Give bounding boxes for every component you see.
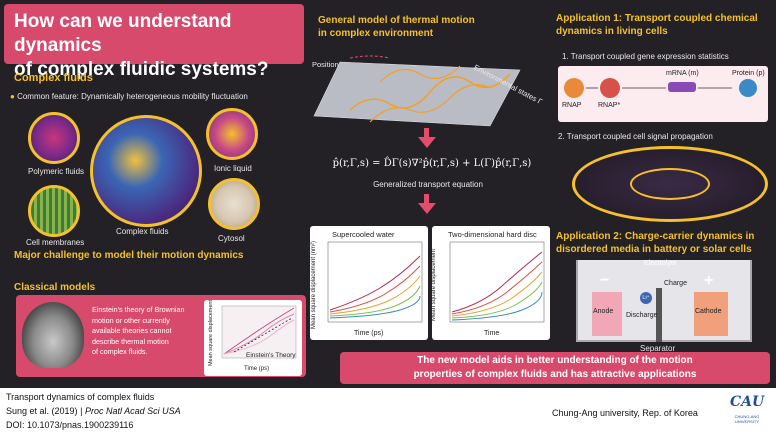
chart1-svg [327, 241, 423, 323]
charge-label: Charge [664, 280, 687, 287]
app1-heading-line-1: Application 1: Transport coupled chemica… [556, 13, 758, 24]
poster: How can we understand dynamics of comple… [0, 0, 776, 388]
mrna-label: mRNA (m) [666, 70, 699, 77]
chart2-ylabel: Mean square displacement [431, 248, 438, 322]
footer-authors: Sung et al. (2019) [6, 406, 78, 416]
chart2-svg [449, 241, 545, 323]
chart2-xlabel: Time [484, 330, 500, 337]
arrow-stem-2 [424, 194, 429, 204]
classical-line-1: Einstein's theory of Brownian [92, 305, 185, 314]
footer-institution: Chung-Ang university, Rep. of Korea [552, 408, 698, 418]
title-line-1: How can we understand dynamics [14, 11, 232, 56]
plus-sign: + [704, 272, 714, 289]
common-feature-text: ● Common feature: Dynamically heterogene… [10, 92, 248, 101]
rnap-label: RNAP [562, 102, 582, 109]
title-line-2: of complex fluidic systems? [14, 59, 269, 80]
polymeric-label: Polymeric fluids [28, 167, 85, 176]
gene-expression-svg [564, 78, 757, 98]
classical-line-2: motion or other currently [92, 315, 170, 325]
app2-heading: Application 2: Charge-carrier dynamics i… [556, 230, 754, 256]
app1-item-2: 2. Transport coupled cell signal propaga… [558, 132, 713, 141]
classical-heading: Classical models [14, 282, 96, 293]
app2-heading-line-1: Application 2: Charge-carrier dynamics i… [556, 231, 755, 242]
separator-label: Separator [640, 344, 676, 353]
minus-sign: − [600, 272, 610, 289]
cathode-block [694, 292, 728, 336]
common-feature-label: Common feature: Dynamically heterogeneou… [17, 92, 248, 101]
generalized-equation: p̂(r,Γ,s) = D̂Γ(s)∇²p̂(r,Γ,s) + L(Γ)p̂(r… [332, 158, 532, 169]
arrow-stem-1 [424, 128, 429, 138]
cau-logo: CAU [730, 394, 765, 410]
hard-disc-chart: Two-dimensional hard disc Time Mean squa… [431, 226, 550, 340]
footer: Transport dynamics of complex fluids Sun… [0, 388, 776, 438]
banner-line-2: properties of complex fluids and has att… [413, 369, 697, 380]
classical-line-5: of complex fluids. [92, 347, 148, 356]
complex-fluids-heading: Complex fluids [14, 72, 93, 84]
middle-heading: General model of thermal motion in compl… [318, 14, 475, 40]
polymeric-fluid-image [28, 112, 80, 164]
ionic-liquid-image [206, 108, 258, 160]
complex-fluids-center-label: Complex fluids [116, 227, 169, 236]
discharge-label: Discharge [626, 312, 658, 319]
cathode-label: Cathode [695, 308, 722, 315]
classical-line-3: available theories cannot [92, 326, 172, 335]
cytosol-label: Cytosol [218, 234, 245, 243]
footer-doi[interactable]: DOI: 10.1073/pnas.1900239116 [6, 420, 134, 430]
separator-block [656, 288, 662, 342]
app2-heading-line-2: disordered media in battery or solar cel… [556, 244, 752, 255]
protein-label: Protein (p) [732, 70, 765, 77]
footer-citation: Sung et al. (2019) | Proc Natl Acad Sci … [6, 406, 181, 416]
app1-heading-line-2: dynamics in living cells [556, 26, 668, 37]
rnap-star-label: RNAP* [598, 102, 621, 109]
ionic-label: Ionic liquid [214, 164, 252, 173]
middle-heading-line-1: General model of thermal motion [318, 15, 475, 26]
einstein-mini-chart: Einstein's Theory Time (ps) Mean square … [204, 300, 302, 376]
thermal-motion-diagram [313, 55, 521, 127]
arrow-down-icon [418, 137, 436, 148]
cell-nucleus [630, 168, 710, 200]
anode-label: Anode [593, 308, 614, 315]
position-label: Position [312, 60, 339, 69]
cell-membrane-image [28, 185, 80, 237]
footer-separator: | [80, 406, 83, 416]
complex-fluids-central-image [90, 115, 202, 227]
ion-icon: Li⁺ [640, 292, 652, 304]
footer-title: Transport dynamics of complex fluids [6, 392, 155, 402]
cau-logo-subtext: CHUNG-ANG UNIVERSITY [734, 414, 760, 424]
middle-heading-line-2: in complex environment [318, 28, 434, 39]
chart2-title: Two-dimensional hard disc [448, 230, 537, 239]
mini-chart-svg [221, 305, 297, 359]
electrolyte-label: Electrolyte [644, 260, 677, 267]
einstein-portrait [22, 302, 84, 368]
banner-line-1: The new model aids in better understandi… [417, 355, 693, 366]
mini-chart-ylabel: Mean square displacement [208, 299, 215, 367]
chart1-title: Supercooled water [332, 230, 395, 239]
arrow-down-icon-2 [418, 203, 436, 214]
mini-chart-annotation: Einstein's Theory [246, 352, 296, 359]
bullet-icon: ● [10, 92, 18, 101]
app1-item-1: 1. Transport coupled gene expression sta… [562, 52, 729, 61]
conclusion-banner: The new model aids in better understandi… [340, 352, 770, 384]
footer-journal[interactable]: Proc Natl Acad Sci USA [84, 406, 181, 416]
classical-description: Einstein's theory of Brownian motion or … [92, 305, 202, 358]
gene-expression-diagram: RNAP RNAP* mRNA (m) Protein (p) [558, 66, 768, 122]
challenge-heading: Major challenge to model their motion dy… [14, 250, 244, 261]
membranes-label: Cell membranes [26, 238, 85, 247]
main-title: How can we understand dynamics of comple… [4, 4, 304, 80]
equation-caption: Generalized transport equation [373, 180, 483, 189]
anode-block [592, 292, 622, 336]
classical-line-4: describe thermal motion [92, 336, 169, 346]
supercooled-water-chart: Supercooled water Time (ps) Mean square … [310, 226, 428, 340]
mini-chart-xlabel: Time (ps) [244, 366, 270, 372]
cytosol-image [208, 178, 260, 230]
chart1-xlabel: Time (ps) [354, 330, 384, 337]
app1-heading: Application 1: Transport coupled chemica… [556, 12, 758, 38]
chart1-ylabel: Mean square displacement (nm²) [311, 240, 318, 330]
